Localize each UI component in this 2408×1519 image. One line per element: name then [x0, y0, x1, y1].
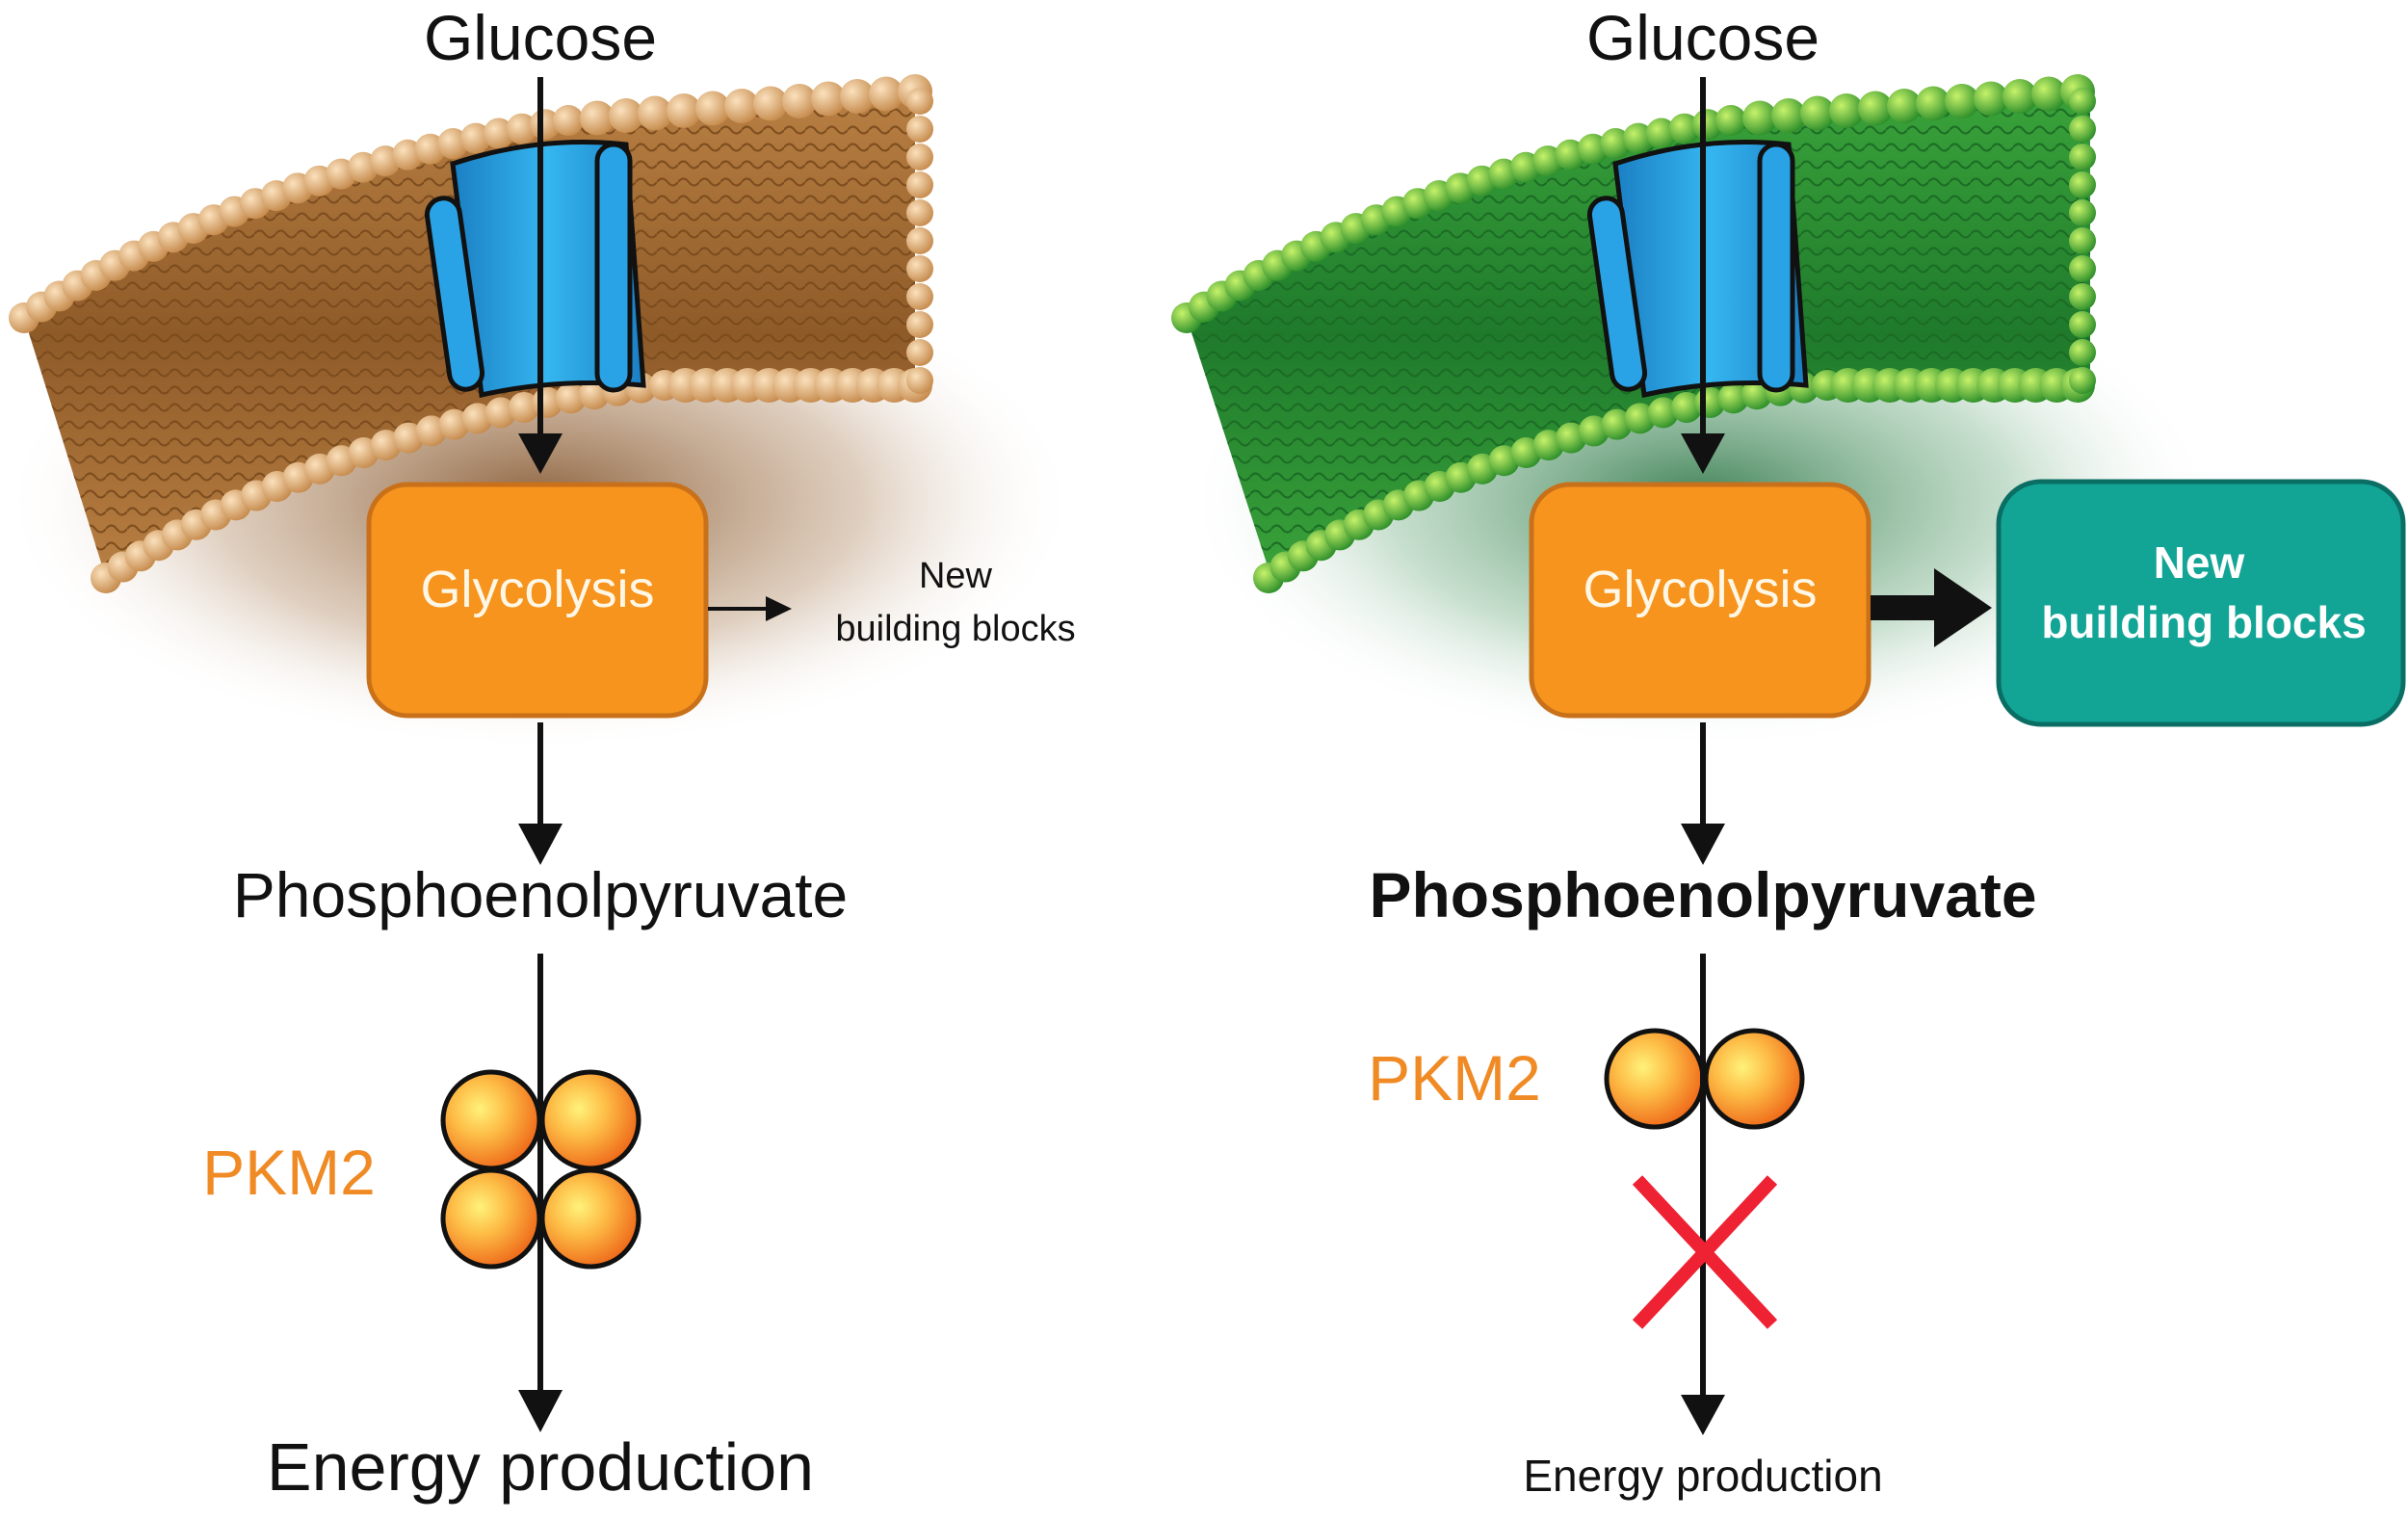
lipid-head: [1742, 100, 1777, 136]
pkm2-label: PKM2: [202, 1137, 376, 1208]
lipid-head: [1647, 397, 1679, 429]
lipid-head: [667, 93, 701, 128]
building-blocks-box: New building blocks: [1996, 479, 2406, 727]
lipid-head: [2069, 88, 2096, 115]
glucose-transporter: [1586, 140, 1809, 399]
lipid-head: [2069, 199, 2096, 226]
lipid-heads: [9, 74, 933, 593]
lipid-head: [461, 403, 493, 434]
lipid-head: [1671, 391, 1703, 423]
lipid-head: [2069, 227, 2096, 254]
lipid-head: [1622, 122, 1654, 154]
lipid-head: [2069, 171, 2096, 198]
arrow-glycolysis-to-pep: [1681, 722, 1725, 865]
lipid-head: [1715, 105, 1746, 136]
lipid-heads: [1171, 74, 2096, 593]
lipid-head: [724, 89, 759, 123]
lipid-head: [1691, 109, 1723, 141]
lipid-head: [869, 76, 903, 112]
arrow-glycolysis-to-pep: [518, 722, 563, 865]
pkm2-label: PKM2: [1368, 1042, 1541, 1113]
building-blocks-line1: New: [2154, 537, 2245, 588]
lipid-head: [782, 84, 817, 118]
lipid-head: [2069, 283, 2096, 310]
lipid-head: [1717, 382, 1749, 414]
left-panel-normal-cell: Glucose Glycolysis New building blocks P…: [0, 2, 1079, 1505]
lipid-head: [2069, 311, 2096, 338]
glucose-label: Glucose: [424, 2, 657, 73]
lipid-head: [695, 91, 730, 126]
lipid-head: [580, 100, 615, 136]
lipid-head: [553, 105, 584, 136]
lipid-head: [1624, 403, 1656, 434]
blocked-cross-icon: [1632, 1175, 1778, 1329]
lipid-head: [1945, 84, 1979, 118]
lipid-head: [506, 113, 537, 144]
lipid-head: [459, 122, 491, 154]
phosphoenolpyruvate-label: Phosphoenolpyruvate: [1369, 859, 2036, 930]
lipid-head: [2069, 116, 2096, 143]
lipid-head: [906, 227, 933, 254]
lipid-head: [638, 95, 672, 131]
glycolysis-label: Glycolysis: [1583, 561, 1817, 618]
glucose-label: Glucose: [1586, 2, 1819, 73]
lipid-head: [2069, 339, 2096, 366]
lipid-head: [1916, 86, 1950, 121]
lipid-head: [529, 109, 561, 141]
arrow-glucose-to-glycolysis: [518, 77, 563, 474]
thick-arrow-glycolysis-to-building-blocks: [1871, 568, 1992, 647]
arrow-glycolysis-to-building-blocks: [708, 596, 792, 621]
glycolysis-box: Glycolysis: [366, 482, 709, 719]
lipid-head: [438, 408, 470, 440]
lipid-head: [1601, 408, 1633, 440]
lipid-head: [906, 116, 933, 143]
lipid-head: [906, 367, 933, 394]
lipid-head: [555, 382, 587, 414]
phosphoenolpyruvate-label: Phosphoenolpyruvate: [233, 859, 848, 930]
pkm2-tetramer: [440, 1060, 641, 1281]
lipid-head: [1771, 98, 1806, 133]
lipid-head: [906, 88, 933, 115]
building-blocks-line1: New: [919, 556, 993, 596]
glycolysis-box: Glycolysis: [1529, 482, 1871, 719]
lipid-head: [906, 171, 933, 198]
lipid-head: [1645, 118, 1677, 149]
lipid-head: [2069, 144, 2096, 170]
lipid-head: [906, 311, 933, 338]
lipid-head: [484, 397, 516, 429]
lipid-head: [906, 199, 933, 226]
lipid-head: [2069, 367, 2096, 394]
building-blocks-line2: building blocks: [835, 609, 1075, 649]
lipid-head: [2031, 76, 2066, 112]
lipid-head: [753, 86, 788, 121]
lipid-head: [1668, 113, 1700, 144]
lipid-head: [509, 391, 540, 423]
lipid-head: [1800, 95, 1835, 131]
lipid-head: [906, 283, 933, 310]
glucose-transporter: [424, 140, 646, 399]
lipid-head: [1887, 89, 1922, 123]
lipid-head: [811, 81, 846, 117]
glycolysis-label: Glycolysis: [420, 561, 654, 618]
lipid-head: [1858, 91, 1893, 126]
lipid-head: [609, 98, 643, 133]
lipid-head: [1829, 93, 1864, 128]
building-blocks-line2: building blocks: [2041, 597, 2366, 647]
lipid-head: [906, 339, 933, 366]
lipid-head: [906, 144, 933, 170]
lipid-head: [2002, 79, 2037, 114]
lipid-head: [906, 255, 933, 282]
lipid-head: [483, 118, 514, 149]
arrow-glucose-to-glycolysis: [1681, 77, 1725, 474]
energy-production-label: Energy production: [1523, 1451, 1882, 1501]
lipid-head: [1974, 81, 2008, 117]
lipid-head: [840, 79, 875, 114]
energy-production-label: Energy production: [267, 1429, 814, 1505]
pkm2-dimer: [1604, 1021, 1805, 1137]
right-panel-cancer-cell: Glucose Glycolysis New building blocks P…: [1171, 2, 2406, 1501]
lipid-head: [2069, 255, 2096, 282]
